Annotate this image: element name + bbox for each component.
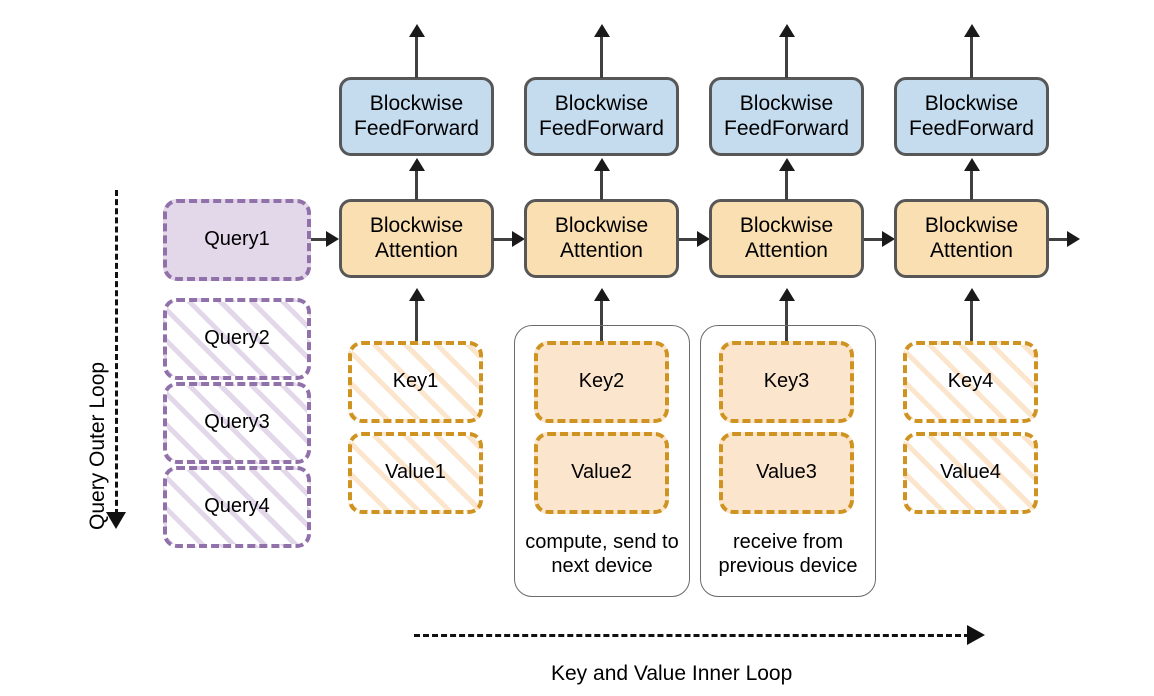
feedforward-output-arrowhead-4 [964, 24, 980, 37]
feedforward-output-line-3 [785, 30, 788, 78]
blockwise-attention-1[interactable]: Blockwise Attention [339, 199, 494, 278]
value-block-3[interactable]: Value3 [719, 432, 854, 514]
attention-chain-line-1 [493, 238, 515, 241]
attention-output-line-4 [1049, 238, 1071, 241]
query-block-2[interactable]: Query2 [163, 298, 311, 380]
blockwise-feedforward-4[interactable]: Blockwise FeedForward [894, 77, 1049, 156]
key-to-attention-line-4 [970, 300, 973, 355]
attention-chain-arrowhead-1 [512, 231, 525, 247]
query-outer-loop-label: Query Outer Loop [86, 361, 109, 530]
value-block-4[interactable]: Value4 [903, 432, 1038, 514]
query-outer-loop-axis-line [115, 190, 118, 515]
query-block-4[interactable]: Query4 [163, 466, 311, 548]
blockwise-feedforward-1[interactable]: Blockwise FeedForward [339, 77, 494, 156]
key-to-attention-line-1 [415, 300, 418, 355]
value-block-1[interactable]: Value1 [348, 432, 483, 514]
key-block-2[interactable]: Key2 [534, 341, 669, 423]
query-block-1[interactable]: Query1 [163, 199, 311, 281]
attention-to-feedforward-line-2 [600, 170, 603, 200]
key-value-inner-loop-axis-line [414, 634, 970, 637]
attention-to-feedforward-arrowhead-4 [964, 158, 980, 171]
key-value-inner-loop-label: Key and Value Inner Loop [551, 662, 793, 685]
key-block-4[interactable]: Key4 [903, 341, 1038, 423]
receive-previous-group [700, 325, 876, 597]
query-to-attention-arrowhead [326, 231, 339, 247]
blockwise-attention-2[interactable]: Blockwise Attention [524, 199, 679, 278]
key-to-attention-arrowhead-2 [594, 288, 610, 301]
receive-previous-group-caption: receive from previous device [718, 531, 858, 577]
key-to-attention-arrowhead-3 [779, 288, 795, 301]
feedforward-output-line-4 [970, 30, 973, 78]
key-to-attention-arrowhead-1 [409, 288, 425, 301]
query-to-attention-line [311, 238, 328, 241]
attention-to-feedforward-line-4 [970, 170, 973, 200]
attention-to-feedforward-line-3 [785, 170, 788, 200]
blockwise-feedforward-3[interactable]: Blockwise FeedForward [709, 77, 864, 156]
attention-to-feedforward-line-1 [415, 170, 418, 200]
feedforward-output-arrowhead-2 [594, 24, 610, 37]
compute-send-group [514, 325, 690, 597]
blockwise-feedforward-2[interactable]: Blockwise FeedForward [524, 77, 679, 156]
value-block-2[interactable]: Value2 [534, 432, 669, 514]
attention-chain-line-2 [679, 238, 701, 241]
key-to-attention-line-2 [600, 300, 603, 355]
attention-to-feedforward-arrowhead-1 [409, 158, 425, 171]
key-to-attention-arrowhead-4 [964, 288, 980, 301]
blockwise-attention-3[interactable]: Blockwise Attention [709, 199, 864, 278]
feedforward-output-line-2 [600, 30, 603, 78]
feedforward-output-line-1 [415, 30, 418, 78]
feedforward-output-arrowhead-3 [779, 24, 795, 37]
blockwise-attention-4[interactable]: Blockwise Attention [894, 199, 1049, 278]
key-to-attention-line-3 [785, 300, 788, 355]
key-value-inner-loop-arrowhead [967, 625, 985, 645]
attention-output-arrowhead-4 [1067, 231, 1080, 247]
compute-send-group-caption: compute, send to next device [525, 531, 679, 577]
key-block-1[interactable]: Key1 [348, 341, 483, 423]
query-outer-loop-arrowhead [106, 512, 126, 529]
attention-chain-arrowhead-2 [697, 231, 710, 247]
query-block-3[interactable]: Query3 [163, 382, 311, 464]
attention-to-feedforward-arrowhead-3 [779, 158, 795, 171]
key-block-3[interactable]: Key3 [719, 341, 854, 423]
attention-chain-arrowhead-3 [882, 231, 895, 247]
attention-to-feedforward-arrowhead-2 [594, 158, 610, 171]
feedforward-output-arrowhead-1 [409, 24, 425, 37]
attention-chain-line-3 [864, 238, 886, 241]
